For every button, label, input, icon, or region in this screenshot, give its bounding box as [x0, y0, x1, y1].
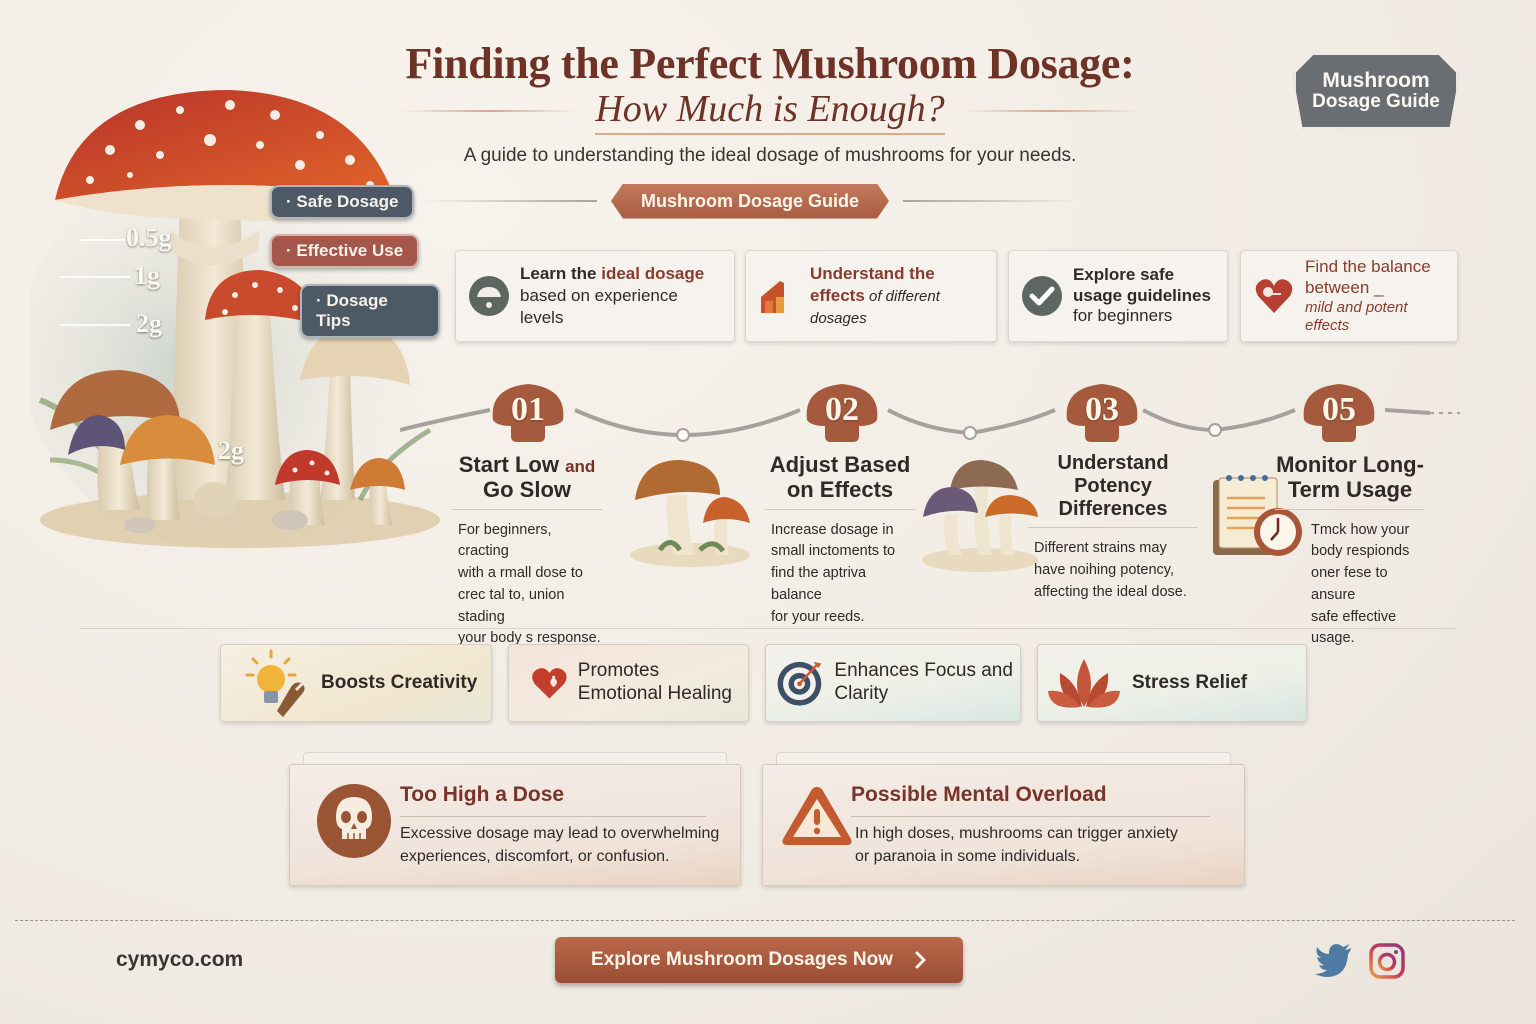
- warning-card-mental-overload: Possible Mental Overload In high doses, …: [762, 752, 1245, 888]
- step-badge-03: 03: [1061, 380, 1143, 446]
- section-divider: [80, 628, 1455, 629]
- dose-tick: [60, 324, 130, 326]
- warning-body: Excessive dosage may lead to overwhelmin…: [400, 825, 720, 866]
- feature-card-effects: Understand the effects of different dosa…: [745, 250, 997, 342]
- notebook-clock-icon: [1213, 475, 1302, 556]
- mushroom-badge-icon: [1066, 384, 1138, 442]
- house-chart-icon: [758, 275, 800, 317]
- step-body: Increase dosage in small inctoments to f…: [771, 521, 896, 625]
- cta-label: Explore Mushroom Dosages Now: [591, 949, 893, 970]
- dose-label-2g-lower: 2g: [218, 436, 244, 465]
- guide-pill: Mushroom Dosage Guide: [611, 184, 889, 219]
- step-body: Tmck how your body respionds oner fese t…: [1311, 521, 1410, 647]
- step-body: For beginners, cracting with a rmall dos…: [458, 521, 601, 647]
- benefit-emotional-healing: Promotes Emotional Healing: [508, 644, 749, 722]
- divider: [400, 110, 578, 112]
- divider: [851, 816, 1210, 817]
- tag-safe-dosage: · Safe Dosage: [270, 185, 415, 219]
- warning-card-too-high: Too High a Dose Excessive dosage may lea…: [289, 752, 741, 888]
- warning-title: Possible Mental Overload: [851, 783, 1107, 806]
- heart-icon: [1253, 275, 1295, 317]
- benefit-focus-clarity: Enhances Focus and Clarity: [765, 644, 1021, 722]
- guide-banner: Mushroom Dosage Guide: [420, 182, 1080, 220]
- divider: [420, 200, 597, 202]
- feature-card-ideal-dosage: Learn the ideal dosage based on experien…: [455, 250, 735, 342]
- lotus-icon: [1048, 659, 1120, 708]
- explore-dosages-button[interactable]: Explore Mushroom Dosages Now: [555, 937, 963, 983]
- warning-body: In high doses, mushrooms can trigger anx…: [855, 825, 1178, 866]
- corner-badge-line1: Mushroom: [1322, 69, 1430, 92]
- step-title: Monitor Long-Term Usage: [1275, 452, 1425, 510]
- divider: [903, 200, 1080, 202]
- tag-effective-use: · Effective Use: [270, 234, 420, 268]
- checkmark-icon: [1021, 275, 1063, 317]
- target-icon: [777, 661, 822, 706]
- tag-dosage-tips: · Dosage Tips: [300, 284, 440, 338]
- benefit-stress-relief: Stress Relief: [1037, 644, 1307, 722]
- benefit-boosts-creativity: Boosts Creativity: [220, 644, 492, 722]
- divider: [962, 110, 1140, 112]
- instagram-icon[interactable]: [1368, 942, 1406, 980]
- corner-badge: Mushroom Dosage Guide: [1293, 52, 1459, 130]
- warning-triangle-icon: [782, 787, 852, 845]
- dose-label-1g: 1g: [134, 261, 160, 290]
- timeline-connector: [400, 408, 1460, 442]
- dose-tick: [60, 276, 130, 278]
- brown-mushroom-icon: [630, 460, 750, 567]
- chevron-right-icon: [915, 951, 926, 969]
- feature-card-safe-guidelines: Explore safe usage guidelines for beginn…: [1008, 250, 1228, 342]
- divider: [400, 816, 706, 817]
- dose-label-2g: 2g: [136, 309, 162, 338]
- mushroom-badge-icon: [492, 384, 564, 442]
- twitter-icon[interactable]: [1315, 942, 1353, 978]
- step-body: Different strains may have noihing poten…: [1034, 540, 1187, 600]
- mushroom-cap-icon: [468, 275, 510, 317]
- heart-icon: [532, 668, 567, 699]
- page-subtitle: How Much is Enough?: [595, 87, 945, 135]
- warning-title: Too High a Dose: [400, 783, 565, 806]
- dose-tick: [80, 239, 125, 241]
- step-monitor-long-term: Monitor Long-Term Usage Tmck how your bo…: [1275, 452, 1425, 650]
- step-badge-05: 05: [1298, 380, 1380, 446]
- feature-card-balance: Find the balance between _ mild and pote…: [1240, 250, 1458, 342]
- mushroom-illustration: 0.5g 1g 2g 2g · Safe Dosage · Effective …: [30, 80, 440, 550]
- page-title: Finding the Perfect Mushroom Dosage:: [405, 39, 1135, 88]
- mushroom-badge-icon: [806, 384, 878, 442]
- skull-icon: [317, 784, 391, 858]
- lightbulb-icon: [245, 649, 305, 717]
- step-badge-02: 02: [801, 380, 883, 446]
- site-link[interactable]: cymyco.com: [116, 948, 244, 971]
- mushroom-badge-icon: [1303, 384, 1375, 442]
- dose-label-0-5g: 0.5g: [126, 223, 172, 252]
- tagline: A guide to understanding the ideal dosag…: [463, 145, 1077, 166]
- footer-divider: [15, 920, 1515, 921]
- corner-badge-line2: Dosage Guide: [1312, 91, 1440, 113]
- step-timeline: [400, 385, 1470, 455]
- step-badge-01: 01: [487, 380, 569, 446]
- cluster-mushroom-icon: [922, 460, 1038, 572]
- subtitle-row: How Much is Enough?: [400, 86, 1140, 136]
